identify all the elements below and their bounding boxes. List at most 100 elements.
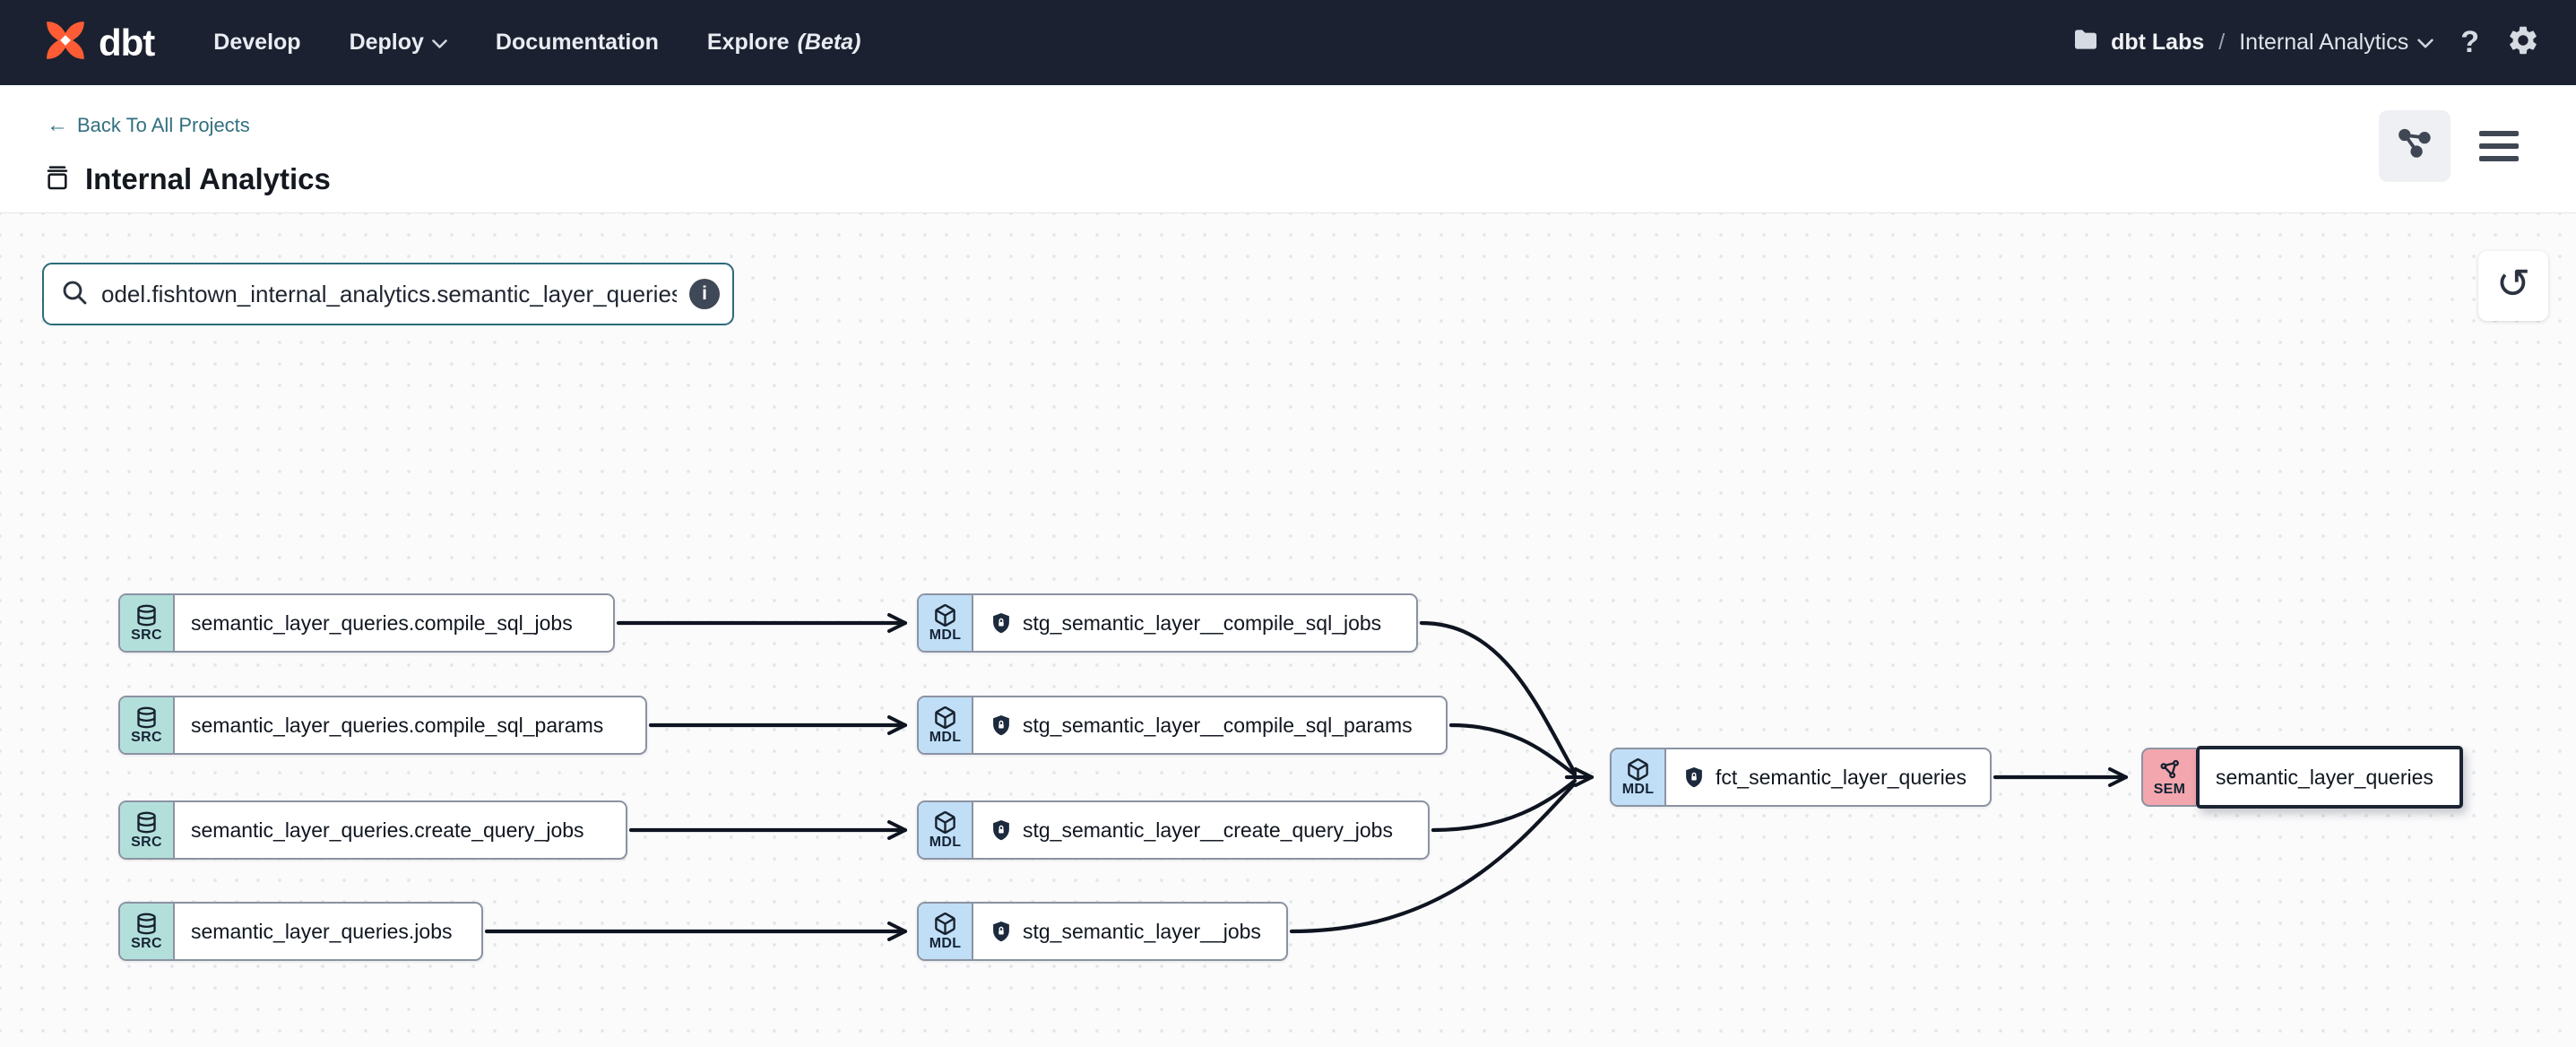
lineage-canvas[interactable]: odel.fishtown_internal_analytics.semanti… [0, 213, 2576, 1047]
node-label: semantic_layer_queries.create_query_jobs [191, 818, 584, 842]
cube-icon [933, 603, 957, 627]
node-label: semantic_layer_queries.compile_sql_jobs [191, 610, 573, 635]
node-label: semantic_layer_queries [2216, 765, 2433, 789]
node-body: stg_semantic_layer__compile_sql_params [973, 697, 1446, 753]
node-type-badge: MDL [1612, 749, 1666, 805]
database-icon [134, 705, 159, 730]
lineage-search-input[interactable]: odel.fishtown_internal_analytics.semanti… [42, 263, 734, 325]
node-label: semantic_layer_queries.compile_sql_param… [191, 713, 604, 737]
node-type-label: SEM [2153, 781, 2186, 797]
node-label: semantic_layer_queries.jobs [191, 919, 453, 943]
dbt-logo-icon [39, 14, 91, 71]
nav-item-label: Documentation [495, 30, 659, 55]
help-button[interactable]: ? [2460, 25, 2479, 60]
shield-icon [1682, 766, 1706, 789]
nav-item-label: Develop [213, 30, 301, 55]
nav-item-documentation[interactable]: Documentation [496, 30, 659, 56]
list-view-button[interactable] [2474, 125, 2524, 167]
title-row: Internal Analytics [43, 162, 331, 196]
org-selector[interactable]: dbt Labs [2071, 25, 2204, 60]
semantic-network-icon [2157, 757, 2182, 782]
node-type-badge: SEM [2141, 748, 2196, 807]
node-label: stg_semantic_layer__compile_sql_jobs [1023, 610, 1382, 635]
graph-node-stg-create-query-jobs[interactable]: MDL stg_semantic_layer__create_query_job… [917, 800, 1430, 860]
graph-node-semantic-layer-queries-selected[interactable]: SEM semantic_layer_queries [2141, 746, 2463, 809]
graph-node-stg-compile-sql-jobs[interactable]: MDL stg_semantic_layer__compile_sql_jobs [917, 593, 1418, 653]
node-type-label: MDL [929, 627, 962, 643]
cube-icon [933, 810, 957, 835]
graph-node-stg-jobs[interactable]: MDL stg_semantic_layer__jobs [917, 902, 1288, 961]
node-body: semantic_layer_queries.jobs [175, 904, 481, 959]
back-to-projects-link[interactable]: ← Back To All Projects [47, 114, 250, 137]
node-body: semantic_layer_queries [2196, 746, 2463, 809]
node-body: stg_semantic_layer__jobs [973, 904, 1286, 959]
dbt-logo-text: dbt [99, 21, 155, 64]
node-label: stg_semantic_layer__compile_sql_params [1023, 713, 1413, 737]
dbt-logo[interactable]: dbt [39, 14, 155, 71]
node-type-badge: SRC [120, 697, 175, 753]
graph-node-fct-semantic-layer-queries[interactable]: MDL fct_semantic_layer_queries [1610, 748, 1992, 807]
database-icon [134, 603, 159, 627]
cube-icon [933, 912, 957, 936]
node-body: stg_semantic_layer__create_query_jobs [973, 802, 1428, 858]
node-body: semantic_layer_queries.create_query_jobs [175, 802, 626, 858]
folder-icon [2071, 25, 2100, 60]
node-type-badge: SRC [120, 595, 175, 651]
back-link-label: Back To All Projects [77, 114, 250, 136]
node-label: stg_semantic_layer__jobs [1023, 919, 1261, 943]
node-type-label: SRC [131, 935, 162, 951]
primary-nav: Develop Deploy Documentation Explore (Be… [213, 30, 860, 56]
node-type-label: MDL [929, 834, 962, 850]
page-title: Internal Analytics [85, 162, 331, 195]
node-type-label: MDL [929, 729, 962, 745]
node-type-badge: MDL [919, 595, 973, 651]
project-name: Internal Analytics [2239, 30, 2409, 55]
graph-node-src-compile-sql-params[interactable]: SRC semantic_layer_queries.compile_sql_p… [118, 696, 647, 755]
header-actions [2379, 110, 2524, 182]
graph-node-stg-compile-sql-params[interactable]: MDL stg_semantic_layer__compile_sql_para… [917, 696, 1448, 755]
lineage-icon [2396, 125, 2433, 168]
nav-item-label: Deploy [349, 30, 424, 55]
beta-badge: (Beta) [797, 30, 861, 55]
search-icon [60, 278, 89, 311]
node-type-badge: MDL [919, 697, 973, 753]
hamburger-icon [2479, 131, 2519, 136]
cube-icon [1626, 757, 1650, 782]
node-type-label: SRC [131, 834, 162, 850]
graph-node-src-compile-sql-jobs[interactable]: SRC semantic_layer_queries.compile_sql_j… [118, 593, 615, 653]
node-label: fct_semantic_layer_queries [1716, 765, 1967, 789]
graph-node-src-jobs[interactable]: SRC semantic_layer_queries.jobs [118, 902, 483, 961]
shield-icon [990, 714, 1013, 737]
node-type-label: SRC [131, 729, 162, 745]
lineage-view-button[interactable] [2379, 110, 2451, 182]
node-type-label: MDL [1621, 781, 1655, 797]
info-icon[interactable]: i [689, 279, 720, 309]
node-type-label: SRC [131, 627, 162, 643]
project-selector[interactable]: Internal Analytics [2239, 30, 2433, 56]
settings-button[interactable] [2506, 23, 2540, 62]
chevron-down-icon [2417, 30, 2433, 56]
cube-icon [933, 705, 957, 730]
node-type-badge: SRC [120, 802, 175, 858]
reset-icon: ↺ [2495, 260, 2531, 307]
nav-item-explore[interactable]: Explore (Beta) [707, 30, 861, 56]
shield-icon [990, 920, 1013, 943]
breadcrumb-separator: / [2218, 30, 2226, 55]
database-icon [134, 912, 159, 936]
nav-item-deploy[interactable]: Deploy [350, 30, 447, 56]
node-type-label: MDL [929, 935, 962, 951]
node-body: semantic_layer_queries.compile_sql_param… [175, 697, 645, 753]
node-body: semantic_layer_queries.compile_sql_jobs [175, 595, 613, 651]
search-input-value[interactable]: odel.fishtown_internal_analytics.semanti… [101, 280, 677, 307]
node-type-badge: MDL [919, 802, 973, 858]
node-type-badge: SRC [120, 904, 175, 959]
top-navbar: dbt Develop Deploy Documentation Explore… [0, 0, 2576, 85]
back-arrow-icon: ← [47, 113, 68, 137]
nav-item-develop[interactable]: Develop [213, 30, 300, 56]
graph-node-src-create-query-jobs[interactable]: SRC semantic_layer_queries.create_query_… [118, 800, 627, 860]
shield-icon [990, 611, 1013, 635]
org-name: dbt Labs [2111, 30, 2205, 55]
reset-view-button[interactable]: ↺ [2478, 251, 2548, 321]
shield-icon [990, 818, 1013, 842]
project-box-icon [43, 163, 72, 196]
